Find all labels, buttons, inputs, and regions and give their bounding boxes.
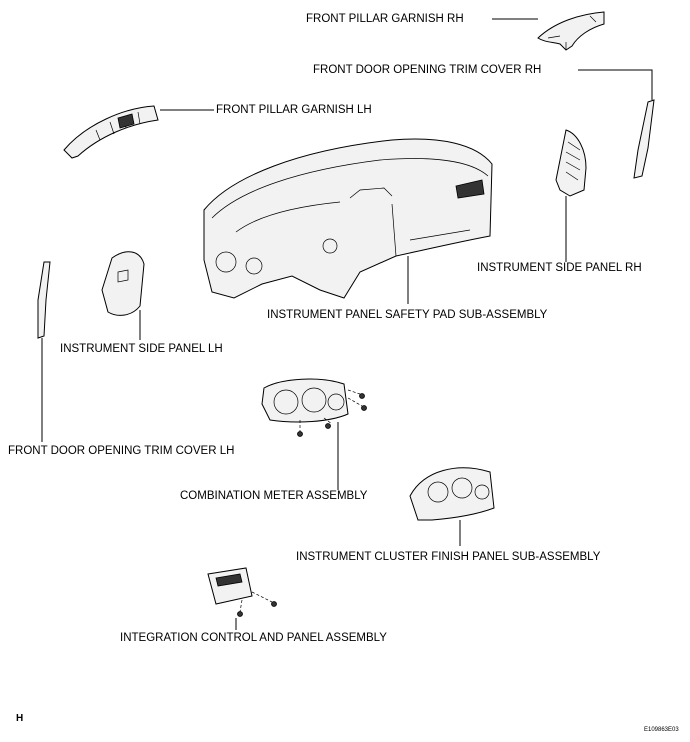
label-instrument-side-panel-lh: INSTRUMENT SIDE PANEL LH (60, 343, 223, 355)
integration-control-part (207, 567, 277, 617)
front-pillar-garnish-lh-part (63, 105, 159, 159)
front-door-trim-rh-part (633, 99, 655, 179)
label-front-pillar-garnish-rh: FRONT PILLAR GARNISH RH (306, 13, 464, 25)
instrument-side-panel-rh-part (555, 129, 587, 197)
front-door-trim-lh-part (37, 261, 51, 339)
label-cluster-finish-panel: INSTRUMENT CLUSTER FINISH PANEL SUB-ASSE… (296, 551, 601, 563)
label-front-door-trim-rh: FRONT DOOR OPENING TRIM COVER RH (313, 64, 542, 76)
figure-code: E109863E03 (644, 727, 679, 733)
label-instrument-side-panel-rh: INSTRUMENT SIDE PANEL RH (477, 262, 642, 274)
label-integration-control: INTEGRATION CONTROL AND PANEL ASSEMBLY (120, 632, 387, 644)
leader-lines (41, 18, 653, 630)
front-pillar-garnish-rh-part (537, 11, 605, 51)
cluster-finish-panel-part (409, 467, 495, 521)
instrument-side-panel-lh-part (101, 251, 145, 316)
corner-mark: H (16, 713, 24, 724)
label-safety-pad: INSTRUMENT PANEL SAFETY PAD SUB-ASSEMBLY (267, 309, 548, 321)
label-front-door-trim-lh: FRONT DOOR OPENING TRIM COVER LH (8, 445, 235, 457)
combination-meter-part (261, 378, 367, 437)
instrument-panel-safety-pad-part (203, 138, 493, 299)
label-combination-meter: COMBINATION METER ASSEMBLY (180, 490, 368, 502)
label-front-pillar-garnish-lh: FRONT PILLAR GARNISH LH (216, 104, 372, 116)
